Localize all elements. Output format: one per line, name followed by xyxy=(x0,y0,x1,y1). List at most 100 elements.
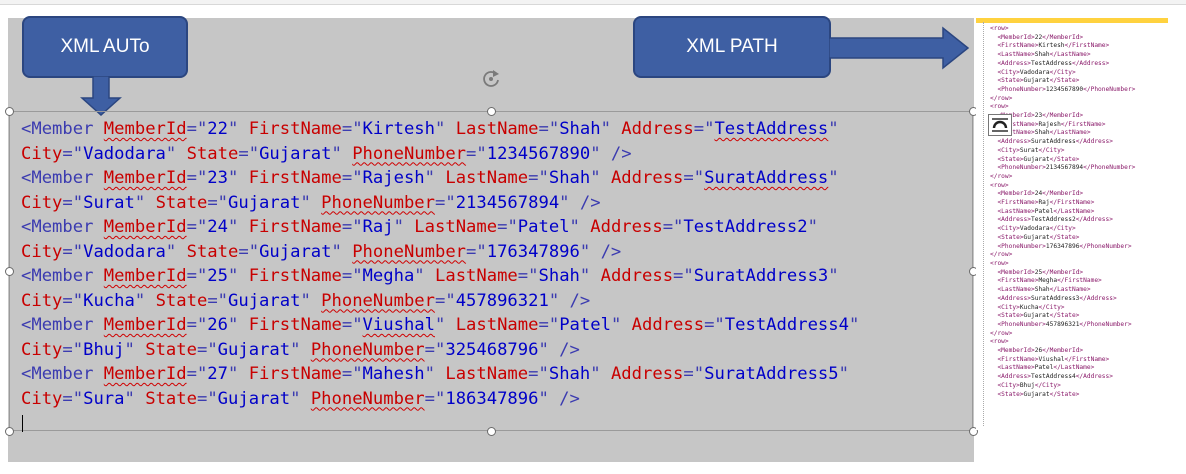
quote: " xyxy=(124,388,146,409)
member-id: 22 xyxy=(207,119,228,139)
xml-tag: <FirstName> xyxy=(997,199,1039,207)
code-line: <Member MemberId="23" FirstName="Rajesh"… xyxy=(21,166,971,191)
xml-tag: </PhoneNumber> xyxy=(1079,242,1132,250)
last-name: Shah xyxy=(548,168,591,188)
quote: " xyxy=(228,266,249,286)
attr-name: MemberId xyxy=(103,266,187,286)
xml-tag: </FirstName> xyxy=(1060,120,1106,128)
xml-tag: <row> xyxy=(990,25,1009,32)
xml-tag: </State> xyxy=(1049,77,1080,85)
resize-handle[interactable] xyxy=(487,427,496,436)
eq: =" xyxy=(62,241,84,262)
attr-name: PhoneNumber xyxy=(310,388,425,409)
tag-open: <Member xyxy=(21,364,104,384)
quote: " xyxy=(600,119,622,139)
xml-value: 22 xyxy=(1034,33,1043,41)
attr-name: Address xyxy=(590,217,663,237)
eq: =" xyxy=(693,119,715,139)
resize-handle[interactable] xyxy=(5,267,14,276)
xml-value: Raj xyxy=(1038,199,1050,207)
attr-name: Address xyxy=(610,168,684,188)
xml-line: <LastName>Patel</LastName> xyxy=(990,364,1135,373)
attr-name: State xyxy=(186,241,239,262)
attr-name: LastName xyxy=(445,168,529,188)
xml-value: Viushal xyxy=(1038,355,1065,363)
eq: =" xyxy=(341,266,363,286)
right-arrow-icon[interactable] xyxy=(829,26,971,72)
xml-line: <row> xyxy=(990,25,1135,34)
eq: =" xyxy=(238,241,260,262)
tag-open: <Member xyxy=(21,217,104,237)
xml-line: <MemberId>23</MemberId> xyxy=(990,112,1135,121)
tag-open: <Member xyxy=(21,168,104,188)
attr-name: State xyxy=(186,143,239,164)
xml-tag: </State> xyxy=(1049,155,1080,163)
quote: " xyxy=(590,168,611,188)
quote: " xyxy=(134,192,156,213)
xml-tag: </LastName> xyxy=(1049,129,1091,137)
xml-value: Patel xyxy=(1034,207,1054,215)
xml-tag: <LastName> xyxy=(997,129,1035,137)
quote: " xyxy=(300,192,322,213)
quote: " xyxy=(828,168,839,188)
xml-value: Gujarat xyxy=(1023,390,1050,398)
attr-name: LastName xyxy=(455,315,539,335)
xml-tag: </Address> xyxy=(1075,373,1113,381)
attr-name: LastName xyxy=(435,266,518,286)
attr-name: LastName xyxy=(445,364,529,384)
xml-tag: <State> xyxy=(997,390,1024,398)
xml-line: <FirstName>Raj</FirstName> xyxy=(990,199,1135,208)
xml-tag: <LastName> xyxy=(997,364,1035,372)
xml-value: Gujarat xyxy=(1023,233,1050,241)
xml-tag: <row> xyxy=(990,181,1009,189)
xml-line: <FirstName>Viushal</FirstName> xyxy=(990,356,1135,365)
xml-line: <Address>TestAddress</Address> xyxy=(990,60,1135,69)
xml-line: <LastName>Shah</LastName> xyxy=(990,51,1135,60)
xml-tag: </LastName> xyxy=(1049,286,1091,294)
xml-value: 1234567890 xyxy=(1045,85,1084,93)
attr-name: MemberId xyxy=(103,119,187,139)
down-arrow-icon[interactable] xyxy=(80,76,122,116)
rotate-handle-icon[interactable] xyxy=(480,68,502,90)
xml-tag: </LastName> xyxy=(1053,364,1095,372)
quote: " xyxy=(807,217,818,237)
resize-handle[interactable] xyxy=(5,107,14,116)
xml-tag: <FirstName> xyxy=(997,355,1039,363)
xml-tag: <row> xyxy=(990,103,1009,111)
state: Gujarat xyxy=(259,143,332,164)
attr-name: PhoneNumber xyxy=(352,241,467,262)
eq: =" xyxy=(341,119,363,139)
quote: " xyxy=(228,315,249,335)
xml-auto-output[interactable]: <Member MemberId="22" FirstName="Kirtesh… xyxy=(21,117,971,411)
resize-handle[interactable] xyxy=(969,427,978,436)
xml-value: 176347896 xyxy=(1045,242,1080,250)
xml-value: SuratAddress3 xyxy=(1030,294,1080,302)
phone-number: 1234567890 xyxy=(486,143,591,164)
xml-line: <Address>TestAddress4</Address> xyxy=(990,373,1135,382)
xml-line: <row> xyxy=(990,103,1135,112)
xml-value: 457896321 xyxy=(1045,320,1080,328)
state: Gujarat xyxy=(217,339,291,360)
xml-tag: </City> xyxy=(1049,225,1076,233)
resize-handle[interactable] xyxy=(5,427,14,436)
quote: " xyxy=(424,364,446,384)
tag-close: " /> xyxy=(590,143,632,164)
code-line: <Member MemberId="26" FirstName="Viushal… xyxy=(21,313,971,338)
xml-line: <State>Gujarat</State> xyxy=(990,77,1135,86)
slide-canvas[interactable] xyxy=(8,18,974,462)
paste-options-icon[interactable] xyxy=(988,114,1012,136)
quote: " xyxy=(590,364,611,384)
xml-line: <State>Gujarat</State> xyxy=(990,156,1135,165)
resize-handle[interactable] xyxy=(487,107,496,116)
xml-line: <row> xyxy=(990,338,1135,347)
xml-value: 23 xyxy=(1034,112,1043,120)
code-line: City="Vadodara" State="Gujarat" PhoneNum… xyxy=(21,240,971,265)
attr-name: FirstName xyxy=(248,266,342,286)
xml-path-label: XML PATH xyxy=(686,36,778,57)
attr-name: Address xyxy=(621,119,694,139)
code-line: City="Kucha" State="Gujarat" PhoneNumber… xyxy=(21,289,971,314)
xml-path-callout[interactable]: XML PATH xyxy=(633,16,831,78)
xml-value: Bhuj xyxy=(1019,381,1035,389)
xml-auto-callout[interactable]: XML AUTo xyxy=(22,16,188,78)
xml-tag: <MemberId> xyxy=(997,268,1035,276)
